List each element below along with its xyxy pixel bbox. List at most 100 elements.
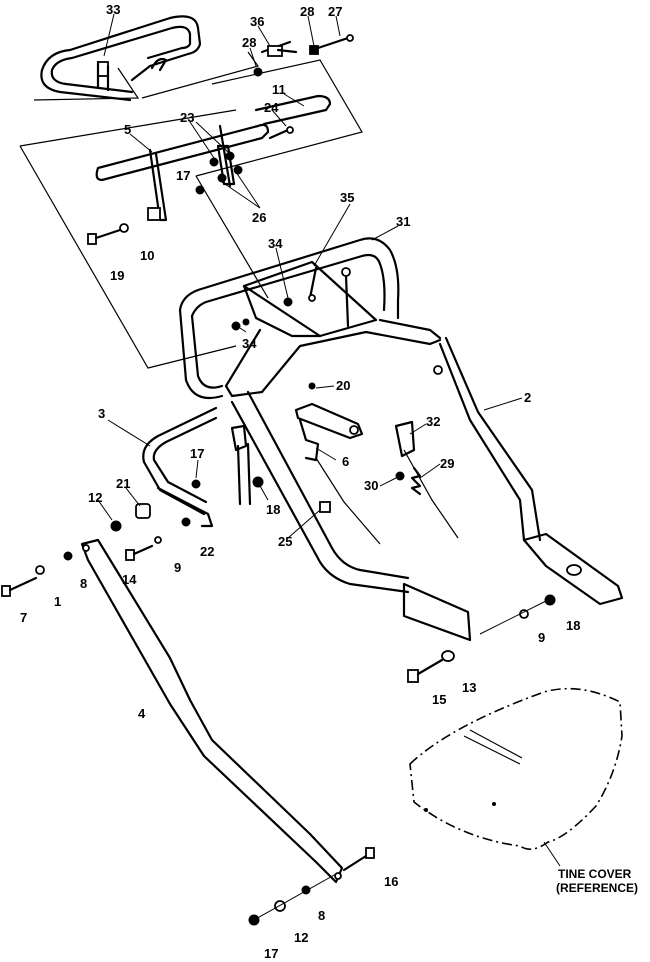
callout-18b: 18 — [566, 618, 580, 633]
callout-22: 22 — [200, 544, 214, 559]
callout-8b: 8 — [318, 908, 325, 923]
callout-4: 4 — [138, 706, 146, 721]
bracket-32 — [394, 420, 416, 458]
callout-28b: 28 — [242, 35, 256, 50]
handle-frame-31 — [178, 237, 442, 400]
tine-cover-label-line2: (REFERENCE) — [556, 881, 638, 895]
callout-15: 15 — [432, 692, 446, 707]
callout-labels: 33 36 28 27 28 11 5 23 24 17 26 35 31 10… — [20, 2, 580, 961]
callout-31: 31 — [396, 214, 410, 229]
bail-handle-33 — [40, 15, 202, 102]
callout-3: 3 — [98, 406, 105, 421]
grommet — [341, 267, 351, 277]
callout-21: 21 — [116, 476, 130, 491]
shaft-line-right — [479, 599, 549, 635]
spacer-21 — [135, 503, 151, 519]
nut-12-top — [110, 520, 122, 532]
callout-26: 26 — [252, 210, 266, 225]
callout-29: 29 — [440, 456, 454, 471]
bolt-15 — [407, 658, 444, 683]
callout-12a: 12 — [88, 490, 102, 505]
callout-20: 20 — [336, 378, 350, 393]
spring-29 — [410, 466, 422, 496]
cable-29 — [403, 449, 459, 539]
callout-25: 25 — [278, 534, 292, 549]
bolt-14 — [125, 544, 154, 561]
callout-1: 1 — [54, 594, 61, 609]
nut-17-top — [195, 185, 205, 195]
cable-end-25 — [319, 501, 331, 513]
bolt-7 — [1, 576, 38, 597]
callout-17b: 17 — [190, 446, 204, 461]
upper-handle-bar-5 — [95, 123, 270, 222]
callout-8a: 8 — [80, 576, 87, 591]
nut-23 — [209, 157, 219, 167]
nut-34b — [231, 321, 241, 331]
callout-30: 30 — [364, 478, 378, 493]
callout-36: 36 — [250, 14, 264, 29]
bolt-19-washer-10 — [87, 223, 129, 245]
nut-17-mid — [191, 479, 201, 489]
tine-cover-label-line1: TINE COVER — [558, 867, 632, 881]
callout-7: 7 — [20, 610, 27, 625]
nut-18-mid — [252, 476, 264, 488]
nut-30 — [395, 471, 405, 481]
callout-9a: 9 — [174, 560, 181, 575]
pin-35 — [308, 266, 318, 302]
callout-6: 6 — [342, 454, 349, 469]
washer-13 — [441, 650, 455, 662]
callout-12b: 12 — [294, 930, 308, 945]
cable-post-31 — [344, 274, 350, 328]
callout-17a: 17 — [176, 168, 190, 183]
bolt-24 — [268, 126, 294, 140]
upper-handle-group-outline — [19, 109, 269, 369]
lower-handle-2 — [230, 336, 624, 642]
tine-cover-reference — [409, 687, 623, 867]
callout-17c: 17 — [264, 946, 278, 961]
callout-34b: 34 — [242, 336, 257, 351]
callout-35: 35 — [340, 190, 354, 205]
nut-26a — [217, 173, 227, 183]
nut-8-top — [63, 551, 73, 561]
callout-2: 2 — [524, 390, 531, 405]
callout-32: 32 — [426, 414, 440, 429]
nut-23b — [225, 151, 235, 161]
callout-33: 33 — [106, 2, 120, 17]
callout-9b: 9 — [538, 630, 545, 645]
interlock-group-outline — [141, 51, 363, 177]
callout-11: 11 — [272, 82, 286, 97]
nut-22 — [181, 517, 191, 527]
lever-bracket — [216, 144, 236, 186]
nut-18-right — [544, 594, 556, 606]
callout-leaders — [97, 13, 523, 539]
callout-27: 27 — [328, 4, 342, 19]
nut-26b — [233, 165, 243, 175]
callout-16: 16 — [384, 874, 398, 889]
callout-14: 14 — [122, 572, 137, 587]
callout-19: 19 — [110, 268, 124, 283]
bail-group-outline — [33, 67, 140, 101]
bolt-16 — [342, 847, 375, 872]
cable-6 — [315, 457, 381, 545]
callout-13: 13 — [462, 680, 476, 695]
nut-20 — [308, 382, 316, 390]
callout-28a: 28 — [300, 4, 314, 19]
shaft-line-bottom — [253, 873, 337, 921]
control-lever-6 — [294, 402, 364, 462]
washer-9-top — [154, 536, 162, 544]
callout-18a: 18 — [266, 502, 280, 517]
grip-11 — [254, 94, 332, 126]
interlock-pin-36 — [260, 40, 298, 57]
washer-12-bottom — [274, 900, 286, 912]
side-rod-4 — [80, 538, 344, 884]
nut-28b — [309, 45, 319, 55]
callout-10: 10 — [140, 248, 154, 263]
washer-1 — [35, 565, 45, 575]
callout-24: 24 — [264, 100, 279, 115]
nut-28a — [253, 67, 263, 77]
nut-34a — [283, 297, 293, 307]
nut-34c — [242, 318, 250, 326]
callout-34a: 34 — [268, 236, 283, 251]
callout-23: 23 — [180, 110, 194, 125]
